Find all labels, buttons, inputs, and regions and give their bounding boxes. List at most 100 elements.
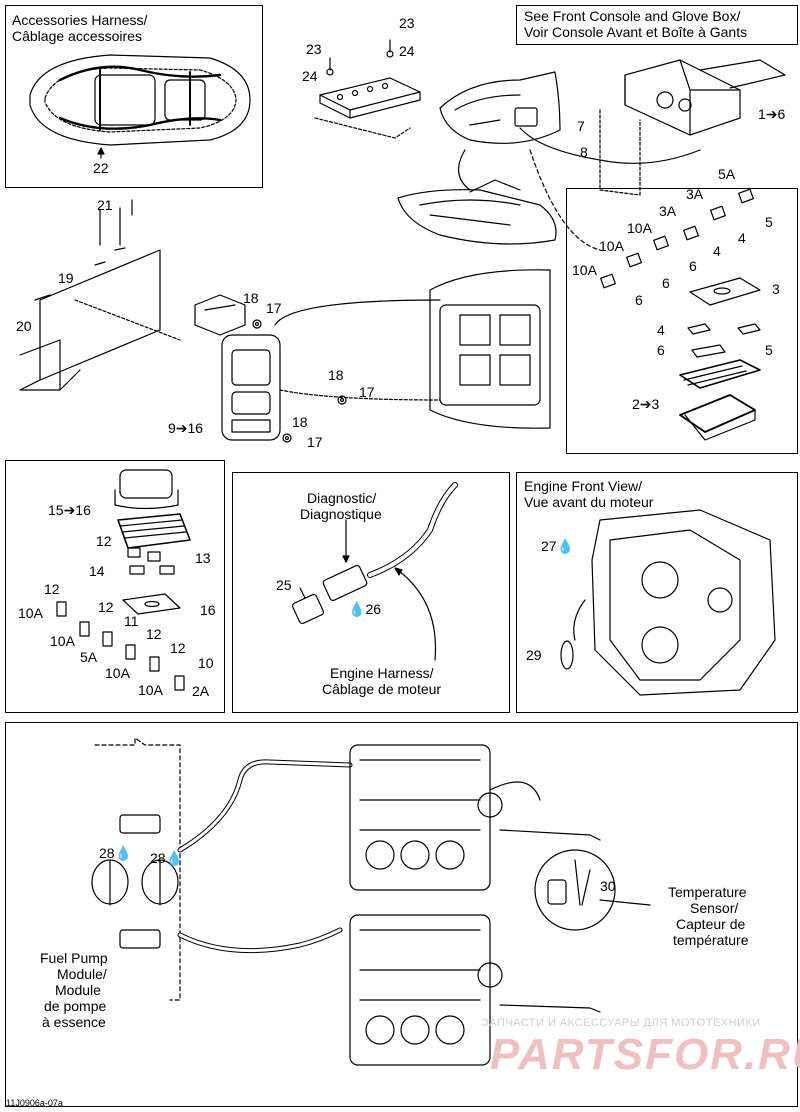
callout-b11: 11 [124,613,139,629]
terminal-block [314,39,421,139]
callout-23a: 23 [399,15,415,31]
relay-connector [194,294,246,336]
fuse-label-4b: 4 [713,243,721,259]
console-note-box [516,5,798,45]
fuses-panel-right [566,188,798,454]
fuse-label-6a: 6 [689,258,697,274]
callout-b10: 10 [198,655,214,671]
boat-top-view [29,54,251,159]
callout-1-6: 1➔6 [758,106,786,122]
fuse-label-6b: 6 [662,275,670,291]
diagnostic-connector [291,482,458,661]
callout-17b: 17 [359,384,375,400]
callout-b12d: 12 [146,626,162,642]
console-title-line1: See Front Console and Glove Box/ [524,8,741,24]
callout-b5A: 5A [80,649,98,665]
callout-r6: 6 [657,342,665,358]
callout-b12b: 12 [44,581,60,597]
callout-b2A: 2A [192,683,210,699]
callout-7: 7 [577,118,585,134]
fuse-label-10A-b: 10A [599,238,624,254]
callout-18c: 18 [292,414,308,430]
oil-drop-icon: 💧 [348,601,366,617]
callout-27-value: 27 [541,538,557,554]
fuse-label-3A-b: 3A [659,203,677,219]
boat-hull [397,179,557,245]
fuel-pump-line3: Module [55,982,101,998]
console-title-line2: Voir Console Avant et Boîte à Gants [524,24,748,40]
callout-27: 27💧 [541,538,574,555]
callout-24a: 24 [399,43,415,59]
diagnostic-label-line1: Diagnostic/ [307,490,377,506]
callout-28b: 28💧 [150,850,183,867]
temp-sensor-line3: Capteur de [676,916,746,932]
oil-drop-icon: 💧 [114,845,133,861]
oil-drop-icon: 💧 [165,850,184,866]
callout-b12c: 12 [98,599,114,615]
callout-28b-value: 28 [150,850,166,866]
fuse-box-housing [221,334,281,441]
callout-b12e: 12 [170,640,186,656]
drawing-code: 11J0906a-07a [6,1098,63,1108]
engine-front-title-line1: Engine Front View/ [524,478,643,494]
oil-drop-icon: 💧 [556,538,575,554]
callout-21: 21 [97,197,113,213]
callout-r4: 4 [657,322,665,338]
callout-28a: 28💧 [99,845,132,862]
callout-19: 19 [58,270,74,286]
temp-sensor-line4: température [673,932,749,948]
callout-r3: 3 [772,281,780,297]
callout-b13: 13 [195,550,211,566]
fuse-set-left [56,469,191,691]
fuel-system-drawing [91,737,651,1066]
callout-29: 29 [526,647,542,663]
callout-22: 22 [93,160,109,176]
diagnostic-panel [232,472,510,713]
callout-r2-3: 2➔3 [632,396,660,412]
callout-r5: 5 [765,342,773,358]
fuse-label-10A-a: 10A [627,220,652,236]
boat-deck-view [429,269,551,429]
engine-harness-label-line2: Câblage de moteur [322,681,442,697]
callout-23b: 23 [306,41,322,57]
diagnostic-label-line2: Diagnostique [300,506,382,522]
fuse-label-4a: 4 [738,230,746,246]
accessories-title-line2: Câblage accessoires [12,28,142,44]
fuel-pump-line5: à essence [42,1014,106,1030]
fuel-pump-line2: Module/ [57,966,107,982]
callout-18a: 18 [243,290,259,306]
fuse-label-10A-c: 10A [572,262,597,278]
temp-sensor-line2: Sensor/ [690,900,739,916]
engine-front-panel [516,472,798,713]
accessories-title-line1: Accessories Harness/ [12,12,148,28]
callout-20: 20 [16,318,32,334]
temp-sensor-line1: Temperature [668,884,747,900]
callout-15-16: 15➔16 [48,502,91,518]
fuse-set-right [600,188,761,441]
engine-harness-label-line1: Engine Harness/ [330,665,434,681]
callout-26-value: 26 [365,601,382,617]
fuel-pump-line1: Fuel Pump [40,950,108,966]
callout-b10A-d: 10A [138,682,163,698]
callout-b10A-c: 10A [105,665,130,681]
callout-b10A-a: 10A [18,605,43,621]
callout-17a: 17 [266,300,282,316]
callout-24b: 24 [302,68,318,84]
front-console [439,71,701,164]
callout-b14: 14 [89,563,105,579]
callout-26: 💧26 [348,601,381,618]
fuel-pump-line4: de pompe [44,998,107,1014]
callout-17c: 17 [307,434,323,450]
callout-30: 30 [600,878,616,894]
callout-b16: 16 [200,602,216,618]
engine-front-drawing [560,509,776,696]
engine-front-title-line2: Vue avant du moteur [524,494,654,510]
accessories-harness-panel [5,5,263,188]
callout-25: 25 [276,577,292,593]
callout-9-16: 9➔16 [168,420,204,436]
callout-18b: 18 [328,367,344,383]
callout-b10A-b: 10A [50,633,75,649]
fuse-label-6c: 6 [635,292,643,308]
callout-8: 8 [580,144,588,160]
